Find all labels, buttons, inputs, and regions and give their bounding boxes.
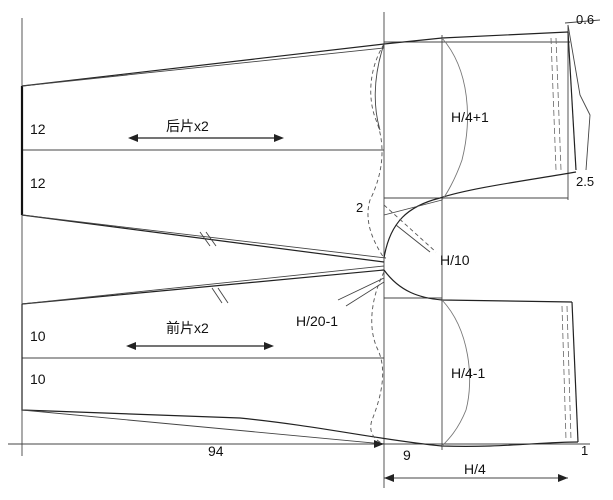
crotch-width-label: 9 — [403, 447, 411, 463]
front-side-seam — [21, 409, 385, 445]
back-grainline-arrow — [128, 134, 284, 142]
front-notch-2 — [217, 287, 229, 304]
hem-offset-label: 1 — [581, 443, 588, 458]
front-hip-curve — [441, 299, 471, 447]
front-notch-1 — [211, 287, 223, 304]
back-lower-measure: 12 — [30, 175, 46, 191]
back-crotch-guide — [383, 199, 443, 216]
back-crotch-curve — [383, 171, 577, 259]
length-label: 94 — [208, 443, 224, 459]
back-notch-1 — [199, 231, 211, 247]
back-dart-lines — [550, 37, 562, 171]
back-notch-2 — [205, 231, 217, 247]
front-crotch-curve — [383, 269, 573, 303]
back-waist-alt — [567, 24, 591, 171]
seat-offset-label: 2 — [356, 200, 363, 215]
back-seat-dashed-curve — [367, 43, 385, 259]
back-piece-title: 后片x2 — [166, 118, 209, 134]
front-hip-label: H/4-1 — [451, 365, 485, 381]
front-lower-measure: 10 — [30, 371, 46, 387]
waist-rise-label: 0.6 — [576, 12, 594, 27]
back-hip-curve — [441, 37, 468, 201]
length-dimension-arrow — [374, 440, 384, 448]
front-waistline — [571, 301, 579, 443]
back-hip-label: H/4+1 — [451, 109, 489, 125]
side-offset-label: 2.5 — [576, 174, 594, 189]
front-inseam-guide — [21, 265, 385, 305]
quarter-hip-dimension — [384, 474, 568, 482]
front-inseam — [21, 269, 385, 305]
back-side-seam-guide — [21, 47, 385, 87]
front-dart-lines — [561, 305, 572, 441]
back-inseam — [21, 214, 385, 263]
front-crotch-leaders — [337, 277, 385, 307]
front-crotch-label: H/20-1 — [296, 313, 338, 329]
back-upper-measure: 12 — [30, 121, 46, 137]
back-waistline — [567, 31, 577, 171]
waist-rise-tick — [564, 19, 601, 24]
back-inseam-guide — [21, 214, 387, 259]
front-outline — [21, 304, 579, 447]
quarter-hip-label: H/4 — [464, 461, 486, 477]
crotch-leader-h10 — [395, 224, 431, 253]
back-seat-curve — [374, 43, 385, 131]
front-piece-title: 前片x2 — [166, 320, 209, 336]
front-upper-measure: 10 — [30, 328, 46, 344]
front-grainline-arrow — [126, 342, 274, 350]
back-crotch-dash-1 — [383, 204, 437, 253]
back-crotch-label: H/10 — [440, 252, 470, 268]
back-side-seam — [21, 31, 569, 87]
